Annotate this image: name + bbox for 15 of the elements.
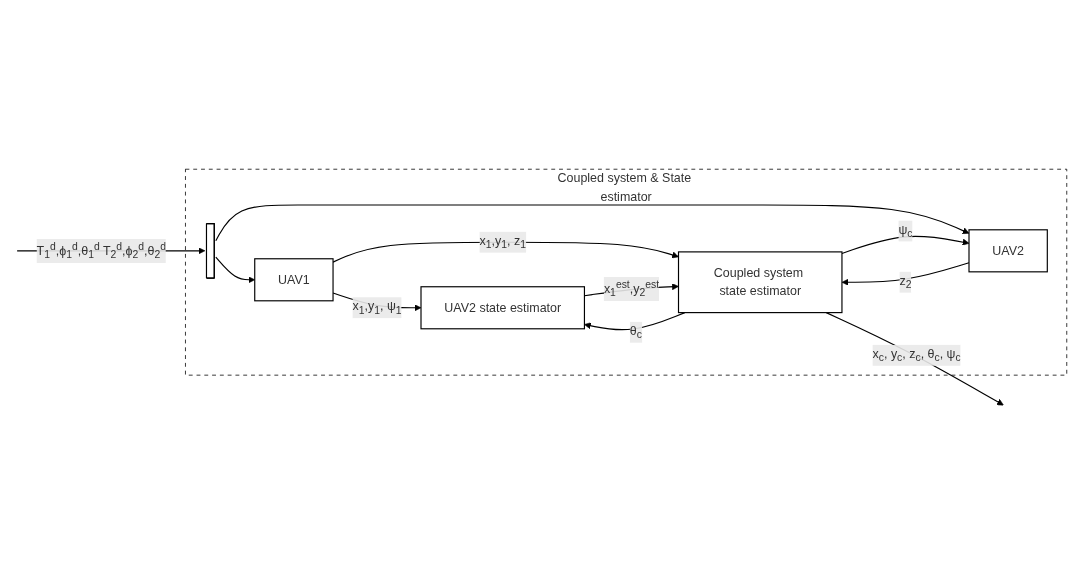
node-box: Coupled system state estimator <box>677 251 843 313</box>
arrow <box>215 204 970 242</box>
edge-label: z$_{2}$ <box>899 273 912 291</box>
edge-label: x$_{1}$,y$_{1}$, z$_{1}$ <box>479 233 526 251</box>
node-box: UAV2 state estimator <box>420 285 586 330</box>
arrow <box>584 311 686 331</box>
arrow <box>841 235 970 254</box>
edge-label: x$_{c}$, y$_{c}$, z$_{c}$, θ$_{c}$, ψ$_{c}$ <box>872 346 961 364</box>
node-box: UAV2 <box>968 228 1048 273</box>
arrow <box>825 311 1004 406</box>
edge-label: x$_{1}$,y$_{1}$, ψ$_{1}$ <box>352 299 402 316</box>
edge-label: θ$_{c}$ <box>629 323 642 341</box>
edge-label: ψ$_{c}$ <box>898 222 913 240</box>
arrow <box>841 261 970 286</box>
node-box: UAV1 <box>254 257 334 302</box>
